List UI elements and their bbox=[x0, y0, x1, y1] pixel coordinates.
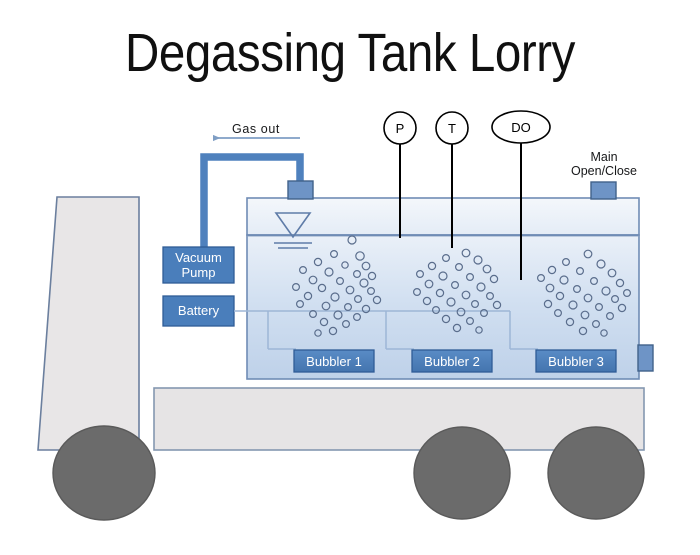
gas-out-label: Gas out bbox=[232, 122, 280, 136]
bubble-plume-3 bbox=[536, 249, 631, 337]
main-open-close-label-line1: Main bbox=[590, 150, 618, 164]
sensor-temperature-label: T bbox=[448, 121, 456, 136]
wheel-mid bbox=[413, 426, 511, 520]
main-open-close-label-line2: Open/Close bbox=[570, 164, 637, 178]
sensor-pressure-label: P bbox=[395, 121, 405, 136]
bubble-plume-1 bbox=[292, 235, 382, 337]
bubbler-manifold-piping bbox=[234, 310, 538, 350]
page-title: Degassing Tank Lorry bbox=[125, 23, 575, 83]
tank-inlet-valve bbox=[287, 180, 314, 200]
battery-label: Battery bbox=[177, 303, 220, 318]
sensor-pressure[interactable] bbox=[383, 111, 417, 145]
wheel-rear bbox=[547, 426, 645, 520]
bubble-plume-2 bbox=[413, 248, 502, 334]
bubbler-2-box[interactable] bbox=[411, 349, 493, 373]
sensor-dissolved-oxygen[interactable] bbox=[491, 110, 551, 144]
sensor-temperature[interactable] bbox=[435, 111, 469, 145]
gas-pipe bbox=[200, 153, 304, 252]
bubbler-1-label: Bubbler 1 bbox=[306, 354, 362, 369]
tank-outlet-nozzle bbox=[637, 344, 654, 372]
vacuum-pump-label-line2: Pump bbox=[181, 265, 216, 280]
wheel-front bbox=[52, 425, 156, 521]
truck-cab bbox=[37, 196, 140, 451]
bubbler-3-label: Bubbler 3 bbox=[548, 354, 604, 369]
main-open-close-valve[interactable] bbox=[590, 181, 617, 200]
battery-box[interactable] bbox=[162, 295, 235, 327]
sensor-dissolved-oxygen-label: DO bbox=[511, 120, 531, 135]
bubbler-2-label: Bubbler 2 bbox=[424, 354, 480, 369]
bubbler-3-box[interactable] bbox=[535, 349, 617, 373]
vacuum-pump-box[interactable] bbox=[162, 246, 235, 284]
water-level-symbol bbox=[274, 212, 312, 249]
vacuum-pump-label-line1: Vacuum bbox=[175, 250, 222, 265]
bubbler-1-box[interactable] bbox=[293, 349, 375, 373]
